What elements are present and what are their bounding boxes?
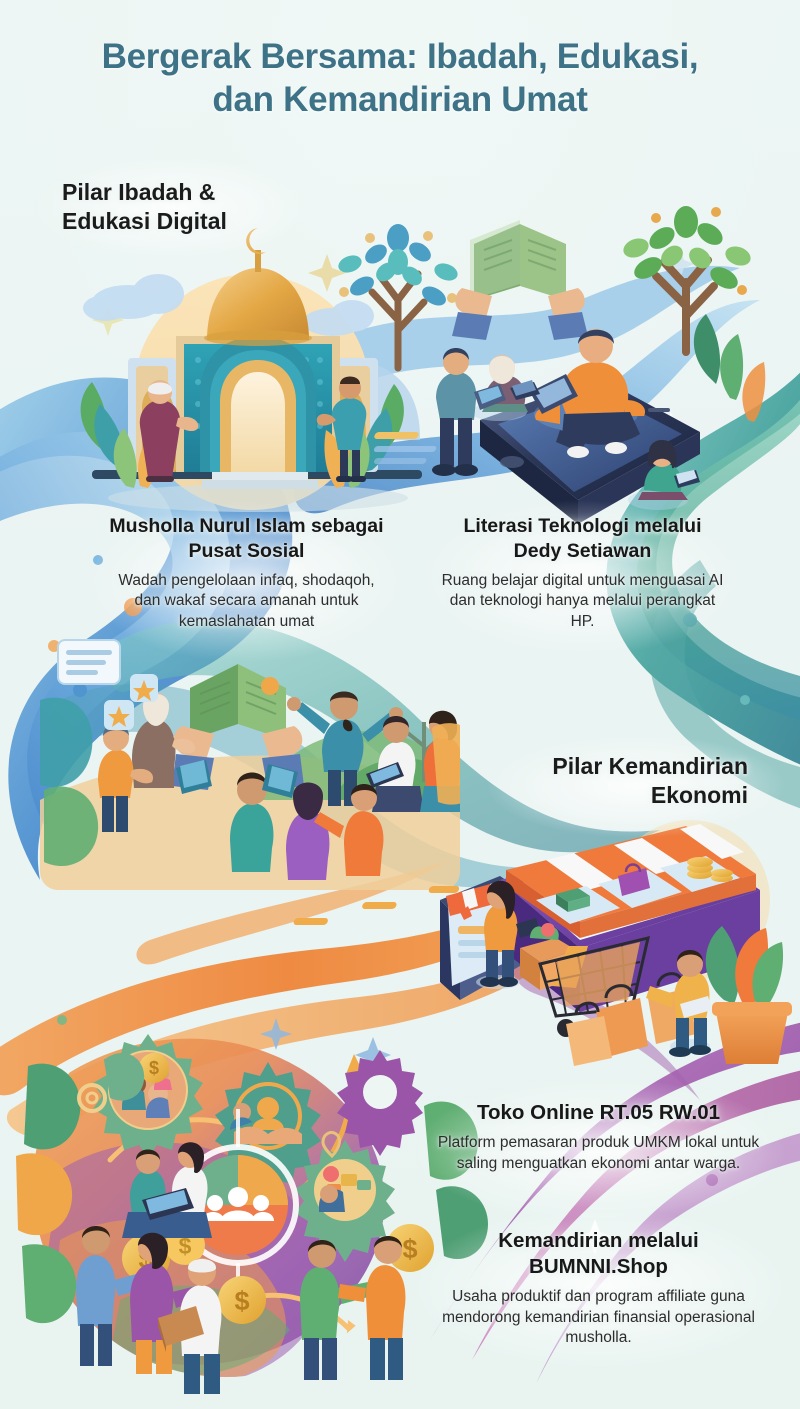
economy-location-pin: [321, 1130, 341, 1159]
tree-book-scene: [338, 206, 751, 372]
phone-figure-standing: [432, 348, 506, 476]
pillar-heading-kemandirian-ekonomi: Pilar Kemandirian Ekonomi: [468, 752, 748, 810]
mosque-figure-left: [139, 380, 199, 482]
pillar-1-line-1: Pilar Ibadah &: [62, 179, 216, 205]
phone-figure-main: [530, 329, 646, 458]
block-literasi-body: Ruang belajar digital untuk menguasai AI…: [441, 571, 724, 630]
economy-small-gears: [77, 1083, 107, 1113]
hands-holding-book-top: [452, 220, 588, 340]
community-scene: [40, 639, 460, 890]
block-musholla-body: Wadah pengelolaan infaq, shodaqoh, dan w…: [118, 571, 375, 630]
page-title-line-1: Bergerak Bersama: Ibadah, Edukasi,: [101, 37, 699, 76]
economy-gear-purple: [337, 1050, 423, 1156]
page-title-line-2: dan Kemandirian Umat: [212, 79, 588, 119]
content-block-bumnni-shop: Kemandirian melalui BUMNNI.Shop Usaha pr…: [432, 1228, 765, 1349]
mosque-foliage: [80, 382, 404, 488]
economy-coins: $ $ $ $: [122, 1224, 434, 1324]
content-block-literasi: Literasi Teknologi melalui Dedy Setiawan…: [440, 514, 725, 632]
economy-scene: $: [16, 1034, 488, 1394]
smartphone-scene: [373, 314, 766, 524]
mosque-scene: [80, 228, 422, 512]
economy-figure-box-carrier: [158, 1258, 222, 1394]
page-title: Bergerak Bersama: Ibadah, Edukasi, dan K…: [0, 36, 800, 121]
store-product-cards: [293, 856, 740, 925]
svg-text:$: $: [149, 1058, 159, 1078]
content-block-musholla: Musholla Nurul Islam sebagai Pusat Sosia…: [105, 514, 388, 632]
phone-figure-girl: [628, 440, 700, 510]
block-literasi-heading: Literasi Teknologi melalui Dedy Setiawan: [463, 515, 702, 562]
pillar-2-line-2: Ekonomi: [650, 781, 748, 808]
block-toko-heading: Toko Online RT.05 RW.01: [476, 1101, 721, 1124]
economy-figure-group-left: [76, 1226, 200, 1374]
tree-right: [623, 206, 751, 356]
floating-books: [176, 760, 298, 798]
mosque-figure-right: [316, 376, 367, 482]
community-person-foreground-group: [230, 772, 384, 880]
pillar-1-line-2: Edukasi Digital: [62, 207, 227, 234]
store-figure-woman: [476, 880, 540, 989]
content-block-toko-online: Toko Online RT.05 RW.01 Platform pemasar…: [432, 1100, 765, 1174]
online-store-scene: [293, 820, 792, 1066]
store-figure-man: [646, 950, 712, 1057]
svg-text:$: $: [234, 1286, 249, 1316]
block-bumnni-heading: Kemandirian melalui BUMNNI.Shop: [498, 1229, 699, 1279]
economy-central-badge: [177, 1109, 299, 1301]
pillar-2-line-1: Pilar Kemandirian: [552, 753, 748, 779]
economy-laptop-pair: [122, 1142, 212, 1238]
svg-text:$: $: [179, 1233, 192, 1259]
economy-figure-handshake-right: [300, 1236, 406, 1380]
economy-gear-goods: [295, 1140, 395, 1262]
chat-bubbles: [57, 639, 158, 730]
block-bumnni-body: Usaha produktif dan program affiliate gu…: [442, 1288, 755, 1347]
block-musholla-heading: Musholla Nurul Islam sebagai Pusat Sosia…: [109, 515, 384, 562]
block-toko-body: Platform pemasaran produk UMKM lokal unt…: [437, 1134, 760, 1172]
pillar-heading-ibadah-edukasi: Pilar Ibadah & Edukasi Digital: [62, 178, 322, 236]
tree-left: [338, 224, 458, 372]
community-person-cheering: [287, 691, 403, 806]
store-plant: [705, 926, 792, 1064]
phone-scene-foliage: [693, 314, 766, 422]
svg-text:$: $: [402, 1234, 417, 1264]
